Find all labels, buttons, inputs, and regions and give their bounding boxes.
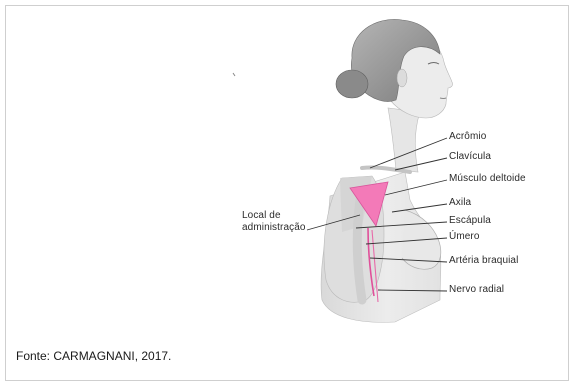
label-escapula: Escápula	[449, 215, 491, 226]
label-axila: Axila	[449, 197, 471, 208]
label-nervo: Nervo radial	[449, 284, 504, 295]
label-acromio: Acrômio	[449, 131, 486, 142]
label-deltoide: Músculo deltoide	[449, 173, 526, 184]
hair-bun	[336, 70, 368, 98]
label-local-line2: administração	[242, 222, 306, 233]
source-caption: Fonte: CARMAGNANI, 2017.	[16, 349, 171, 363]
ear	[397, 69, 407, 87]
label-clavicula: Clavícula	[449, 151, 491, 162]
stray-mark	[233, 73, 235, 76]
label-arteria: Artéria braquial	[449, 255, 518, 266]
neck	[388, 108, 420, 172]
label-umero: Úmero	[449, 231, 480, 242]
label-local-line1: Local de	[242, 210, 281, 221]
